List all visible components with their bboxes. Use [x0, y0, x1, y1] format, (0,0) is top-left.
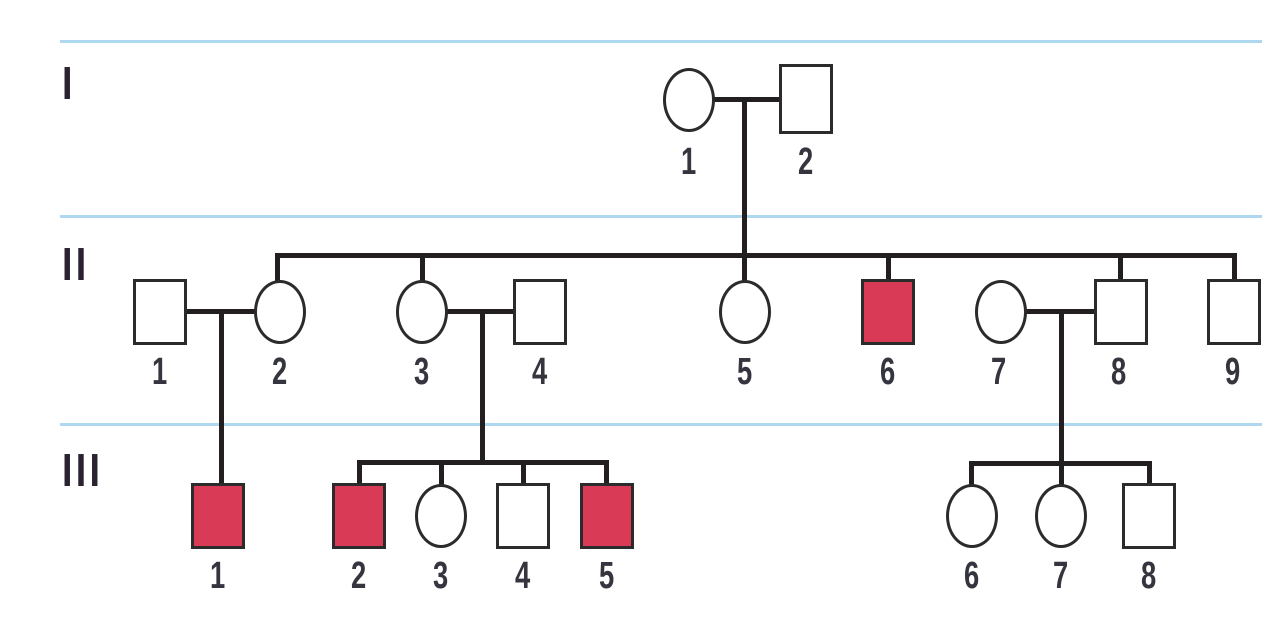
sibship-line-III-left — [357, 460, 609, 465]
sib-drop-II-2 — [275, 253, 280, 284]
couple-line-I1-I2 — [713, 97, 781, 102]
person-number-II-1: 1 — [152, 351, 168, 393]
person-III-2-male-affected — [332, 483, 386, 549]
generation-label-III: III — [62, 444, 104, 496]
sib-drop-III-3 — [439, 460, 444, 487]
person-number-III-8: 8 — [1141, 555, 1157, 597]
person-III-4-male-unaffected — [496, 483, 550, 549]
descent-line-II7-II8-to-III — [1059, 309, 1064, 466]
person-number-III-6: 6 — [964, 555, 980, 597]
person-II-2-female-unaffected — [254, 280, 306, 344]
person-II-3-female-unaffected — [396, 280, 448, 344]
generation-separator-2 — [60, 215, 1262, 218]
person-II-7-female-unaffected — [975, 280, 1027, 344]
generation-separator-1 — [60, 40, 1262, 43]
person-number-III-1: 1 — [210, 555, 226, 597]
person-number-I-2: 2 — [798, 141, 814, 183]
person-II-9-male-unaffected — [1207, 279, 1261, 345]
person-number-III-7: 7 — [1053, 555, 1069, 597]
person-III-7-female-unaffected — [1035, 484, 1087, 548]
person-III-8-male-unaffected — [1122, 483, 1176, 549]
generation-label-II: II — [62, 238, 90, 290]
person-number-III-5: 5 — [599, 555, 615, 597]
sib-drop-II-3 — [420, 253, 425, 284]
person-III-6-female-unaffected — [946, 484, 998, 548]
person-number-II-5: 5 — [737, 351, 753, 393]
person-number-II-7: 7 — [991, 351, 1007, 393]
sib-drop-III-4 — [521, 460, 526, 486]
generation-separator-3 — [60, 423, 1262, 426]
generation-label-I: I — [62, 57, 76, 109]
sibship-line-generation-II — [275, 253, 1237, 258]
descent-line-II1-II2-to-III1 — [219, 309, 224, 485]
person-number-II-3: 3 — [414, 351, 430, 393]
sib-drop-III-7 — [1059, 461, 1064, 487]
person-number-II-9: 9 — [1225, 351, 1241, 393]
person-II-6-male-affected — [861, 279, 915, 345]
sib-drop-II-9 — [1232, 253, 1237, 283]
sib-drop-II-8 — [1118, 253, 1123, 283]
person-III-5-male-affected — [580, 483, 634, 549]
person-I-2-male-unaffected — [779, 64, 833, 134]
person-number-I-1: 1 — [681, 141, 697, 183]
sib-drop-III-6 — [969, 461, 974, 487]
person-II-5-female-unaffected — [719, 280, 771, 344]
person-number-II-8: 8 — [1111, 351, 1127, 393]
sib-drop-III-2 — [357, 460, 362, 486]
person-III-1-male-affected — [191, 483, 245, 549]
person-II-1-male-unaffected — [133, 279, 187, 345]
person-number-II-2: 2 — [272, 351, 288, 393]
person-III-3-female-unaffected — [415, 484, 467, 548]
sib-drop-III-8 — [1147, 461, 1152, 486]
sib-drop-II-6 — [886, 253, 891, 282]
person-number-III-2: 2 — [351, 555, 367, 597]
person-number-III-4: 4 — [515, 555, 531, 597]
person-number-III-3: 3 — [433, 555, 449, 597]
person-number-II-4: 4 — [532, 351, 548, 393]
person-II-8-male-unaffected — [1094, 279, 1148, 345]
descent-line-I-to-II — [742, 99, 747, 283]
sib-drop-III-5 — [604, 460, 609, 486]
descent-line-II3-II4-to-III — [480, 309, 485, 465]
person-II-4-male-unaffected — [513, 279, 567, 345]
person-number-II-6: 6 — [880, 351, 896, 393]
person-I-1-female-unaffected — [663, 68, 715, 132]
